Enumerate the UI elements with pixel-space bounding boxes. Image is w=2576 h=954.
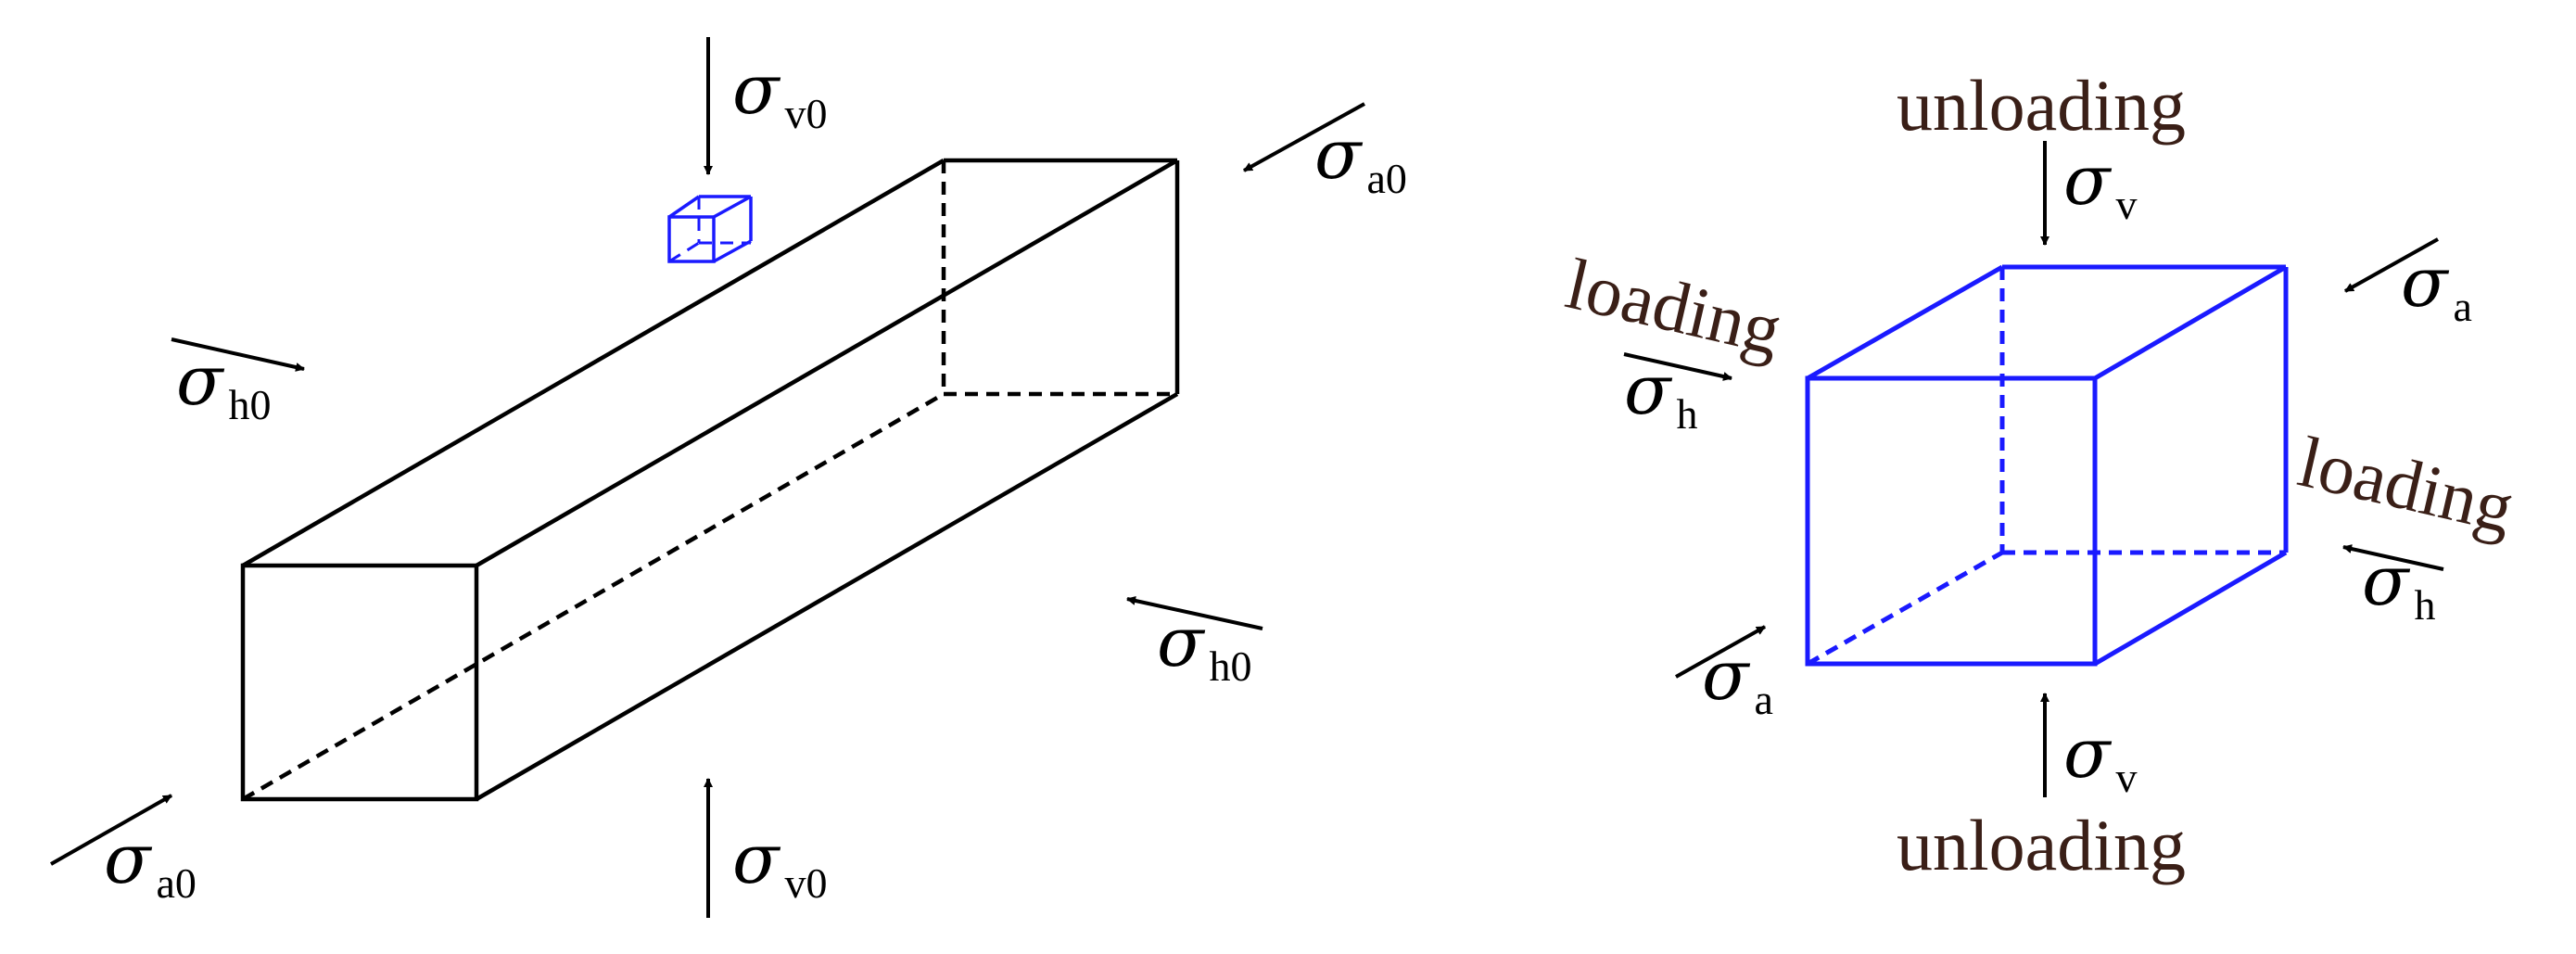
arrow-sh0-right [1126, 596, 1263, 630]
rock-prism [240, 158, 1180, 802]
arrow-sa0-left [50, 794, 172, 866]
cube-front-face [1805, 375, 2098, 667]
arrow-sa-right [2344, 237, 2439, 293]
element-cube-small [667, 195, 753, 263]
arrow-sh0-left [171, 337, 305, 372]
label-loading-left: loading [1559, 243, 1789, 370]
arrow-sh-left [1623, 352, 1732, 381]
label-loading-right: loading [2291, 421, 2521, 548]
arrow-sa0-right [1243, 102, 1365, 172]
arrow-sa-left [1675, 625, 1766, 679]
label-unloading-bottom: unloading [1897, 805, 2186, 885]
element-cube-large [1805, 264, 2289, 667]
prism-front-face [240, 563, 479, 802]
arrow-sh-right [2342, 544, 2444, 571]
label-unloading-top: unloading [1897, 65, 2186, 146]
